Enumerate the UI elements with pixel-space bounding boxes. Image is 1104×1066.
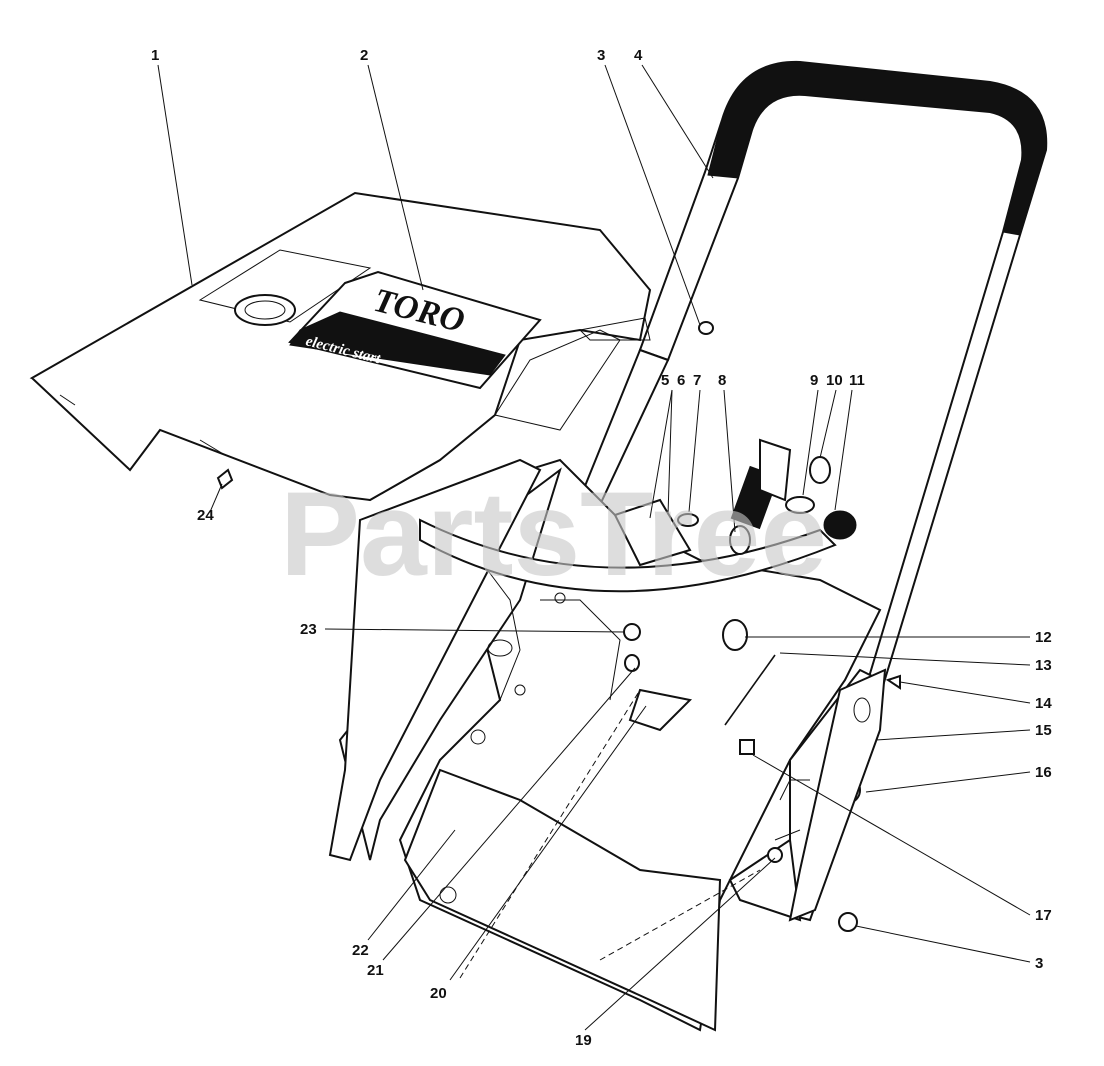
callout-13: 13	[1035, 657, 1052, 674]
small-parts	[216, 321, 901, 932]
decal-dark-band	[289, 311, 506, 376]
callout-6: 6	[677, 372, 685, 389]
callout-3: 3	[597, 47, 605, 64]
callout-17: 17	[1035, 907, 1052, 924]
callout-4: 4	[634, 47, 643, 64]
console-housing: TORO electric start	[29, 191, 652, 502]
callout-5: 5	[661, 372, 669, 389]
callout-2: 2	[360, 47, 368, 64]
callout-11: 11	[849, 372, 865, 389]
callout-23: 23	[300, 621, 317, 638]
callout-12: 12	[1035, 629, 1052, 646]
callout-14: 14	[1035, 695, 1052, 712]
callout-15: 15	[1035, 722, 1052, 739]
callout-1: 1	[151, 47, 159, 64]
callout-8: 8	[718, 372, 726, 389]
callout-7: 7	[693, 372, 701, 389]
callout-20: 20	[430, 985, 447, 1002]
callout-21: 21	[367, 962, 384, 979]
callout-24: 24	[197, 507, 214, 524]
handle-grip	[707, 61, 1047, 236]
callout-10: 10	[826, 372, 843, 389]
callout-labels: 1 2 3 4 5 6 7 8 9 10 11 12 13 14 15 16 1…	[151, 47, 1052, 1049]
watermark: PartsTree	[280, 467, 827, 601]
callout-22: 22	[352, 942, 369, 959]
callout-16: 16	[1035, 764, 1052, 781]
callout-3b: 3	[1035, 955, 1043, 972]
callout-9: 9	[810, 372, 818, 389]
callout-19: 19	[575, 1032, 592, 1049]
leader-lines	[157, 64, 1031, 1031]
